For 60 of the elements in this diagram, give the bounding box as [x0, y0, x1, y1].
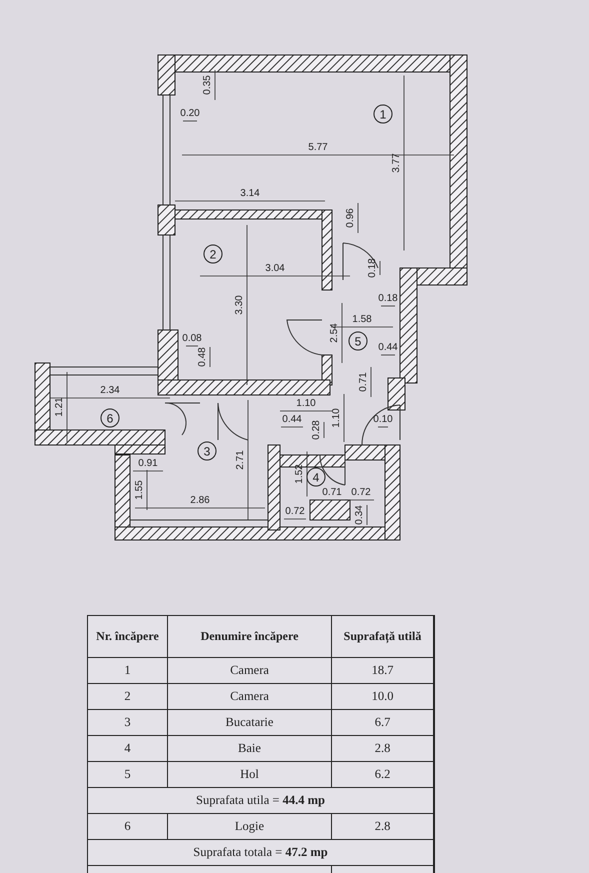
table-cell: Hol	[168, 762, 332, 788]
dimension-label: 3.30	[235, 295, 245, 315]
dimension-label: 0.44	[282, 415, 302, 425]
dimension-label: 5.77	[308, 143, 328, 153]
table-cell: Camera	[168, 684, 332, 710]
dimension-label: 2.54	[330, 323, 340, 343]
dimension-label: 0.48	[198, 347, 208, 367]
table-cell: Denumire încăpere	[168, 616, 332, 658]
room-number-circle: 3	[198, 442, 216, 460]
dimension-label: 0.34	[355, 505, 365, 525]
room-number-circle: 4	[306, 468, 326, 486]
dimension-label: 0.71	[322, 488, 342, 498]
room-number-circle: 6	[100, 408, 120, 428]
table-cell: 18.7	[332, 658, 434, 684]
table-cell: Camera	[168, 658, 332, 684]
dimension-label: 0.10	[373, 415, 393, 425]
table-cell: 6.2	[332, 762, 434, 788]
dimension-label: 2.86	[190, 496, 210, 506]
dimension-label: 0.72	[285, 507, 305, 517]
dimension-label: 2.34	[100, 386, 120, 396]
room-number-circle: 5	[348, 332, 368, 350]
dimension-label: 1.55	[135, 480, 145, 500]
table-cell: 5	[88, 762, 168, 788]
dimension-label: 0.18	[378, 294, 398, 304]
table-cell: 3	[88, 710, 168, 736]
table-cell: 6.7	[332, 710, 434, 736]
dimension-label: 0.71	[359, 372, 369, 392]
table-cell: 10.0	[332, 684, 434, 710]
dimension-label: 2.71	[236, 450, 246, 470]
table-cell: 2.8	[332, 814, 434, 840]
table-cell: Suprafata totala = 47.2 mp	[88, 840, 434, 866]
dimension-label: 1.10	[296, 399, 316, 409]
table-cell: Logie	[168, 814, 332, 840]
room-number-circle: 2	[204, 244, 222, 264]
dimension-label: 3.14	[240, 189, 260, 199]
table-cell: Nr. încăpere	[88, 616, 168, 658]
dimension-label: 3.77	[392, 153, 402, 173]
table-cell: 1	[88, 658, 168, 684]
table-cell: Suprafață utilă	[332, 616, 434, 658]
table-cell: Baie	[168, 736, 332, 762]
room-number-circle: 1	[374, 104, 392, 124]
dimension-label: 0.18	[368, 258, 378, 278]
dimension-label: 0.20	[180, 109, 200, 119]
dimension-label: 1.58	[352, 315, 372, 325]
dimension-label: 0.91	[138, 459, 158, 469]
dimension-label: 3.04	[265, 264, 285, 274]
table-cell: Bucatarie	[168, 710, 332, 736]
table-cell: Suprafata utila = 44.4 mp	[88, 788, 434, 814]
dimension-label: 0.28	[312, 420, 322, 440]
table-cell: 6	[88, 814, 168, 840]
dimension-label: 0.44	[378, 343, 398, 353]
dimension-label: 1.10	[332, 408, 342, 428]
table-cell: 2	[88, 684, 168, 710]
dimension-label: 0.96	[346, 208, 356, 228]
dimension-label: 0.08	[182, 334, 202, 344]
table-cell: 4	[88, 736, 168, 762]
table-cell: 2.8	[332, 736, 434, 762]
dimension-label: 0.72	[351, 488, 371, 498]
dimension-label: 1.21	[55, 397, 65, 417]
dimension-label: 0.35	[203, 75, 213, 95]
